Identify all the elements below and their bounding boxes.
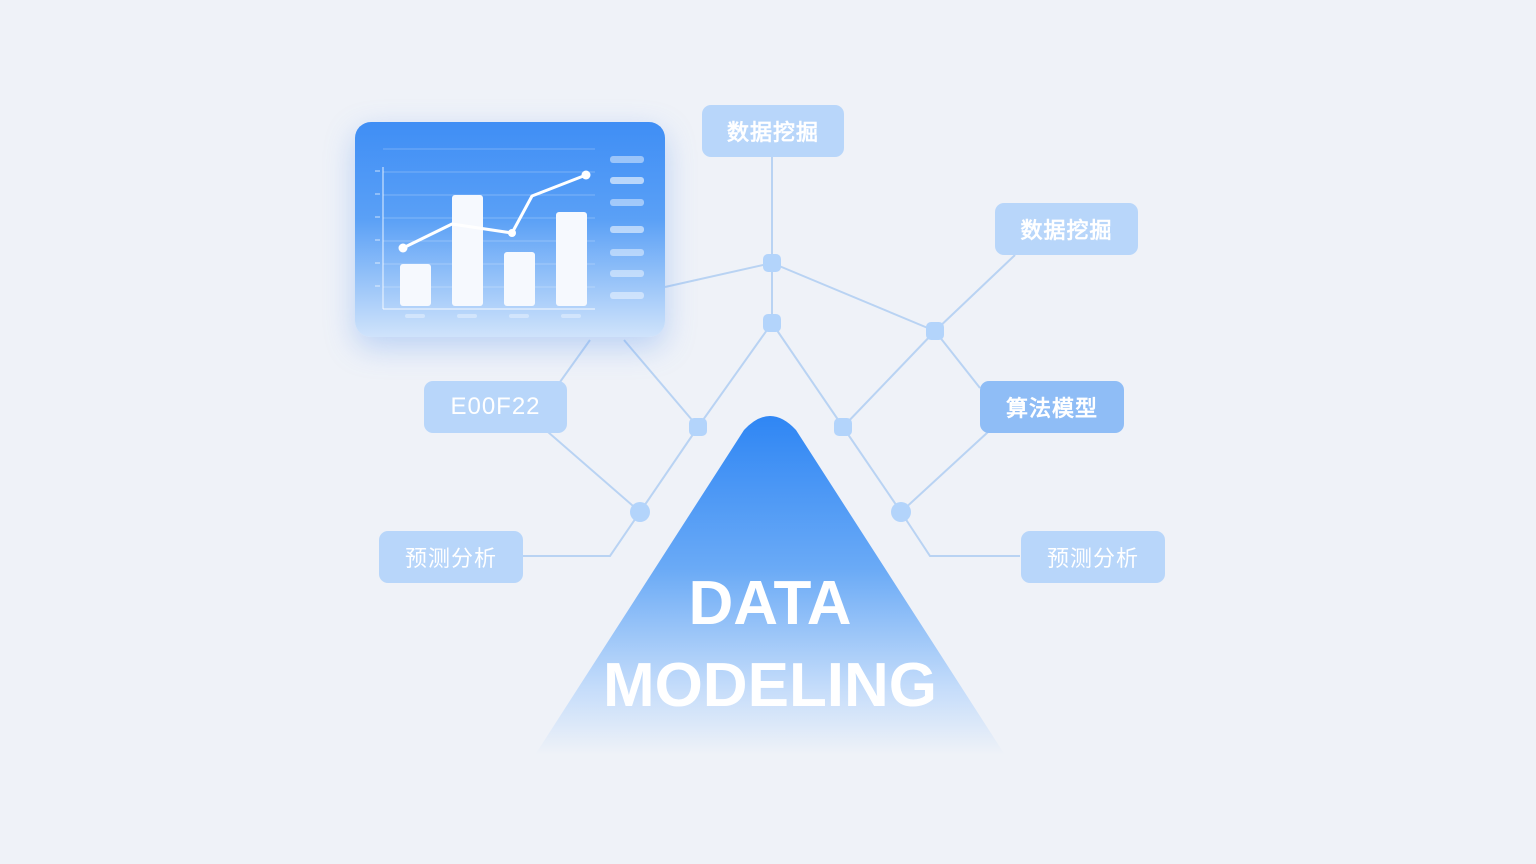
legend-item: [610, 270, 644, 277]
legend-item: [610, 199, 644, 206]
bar-1: [400, 264, 431, 306]
legend-item: [610, 292, 644, 299]
triangle-shape: [535, 416, 1005, 755]
label-predictive-analysis-right: 预测分析: [1021, 531, 1165, 583]
network-node: [763, 314, 781, 332]
label-data-mining-top: 数据挖掘: [702, 105, 844, 157]
network-node: [689, 418, 707, 436]
label-predictive-analysis-left: 预测分析: [379, 531, 523, 583]
bar-2: [452, 195, 483, 306]
title-line-1: DATA: [688, 569, 852, 638]
legend-item: [610, 156, 644, 163]
bar-line-chart: [375, 148, 595, 318]
legend-item: [610, 226, 644, 233]
network-node: [926, 322, 944, 340]
title-line-2: MODELING: [602, 651, 938, 720]
label-data-mining-right: 数据挖掘: [995, 203, 1138, 255]
label-code: E00F22: [424, 381, 567, 433]
network-node: [630, 502, 650, 522]
legend-item: [610, 177, 644, 184]
bar-4: [556, 212, 587, 306]
bar-3: [504, 252, 535, 306]
network-node: [763, 254, 781, 272]
data-modeling-triangle: DATA MODELING: [530, 410, 1010, 760]
network-node: [834, 418, 852, 436]
legend-item: [610, 249, 644, 256]
network-node: [891, 502, 911, 522]
chart-card: [355, 122, 665, 337]
label-algorithm-model: 算法模型: [980, 381, 1124, 433]
